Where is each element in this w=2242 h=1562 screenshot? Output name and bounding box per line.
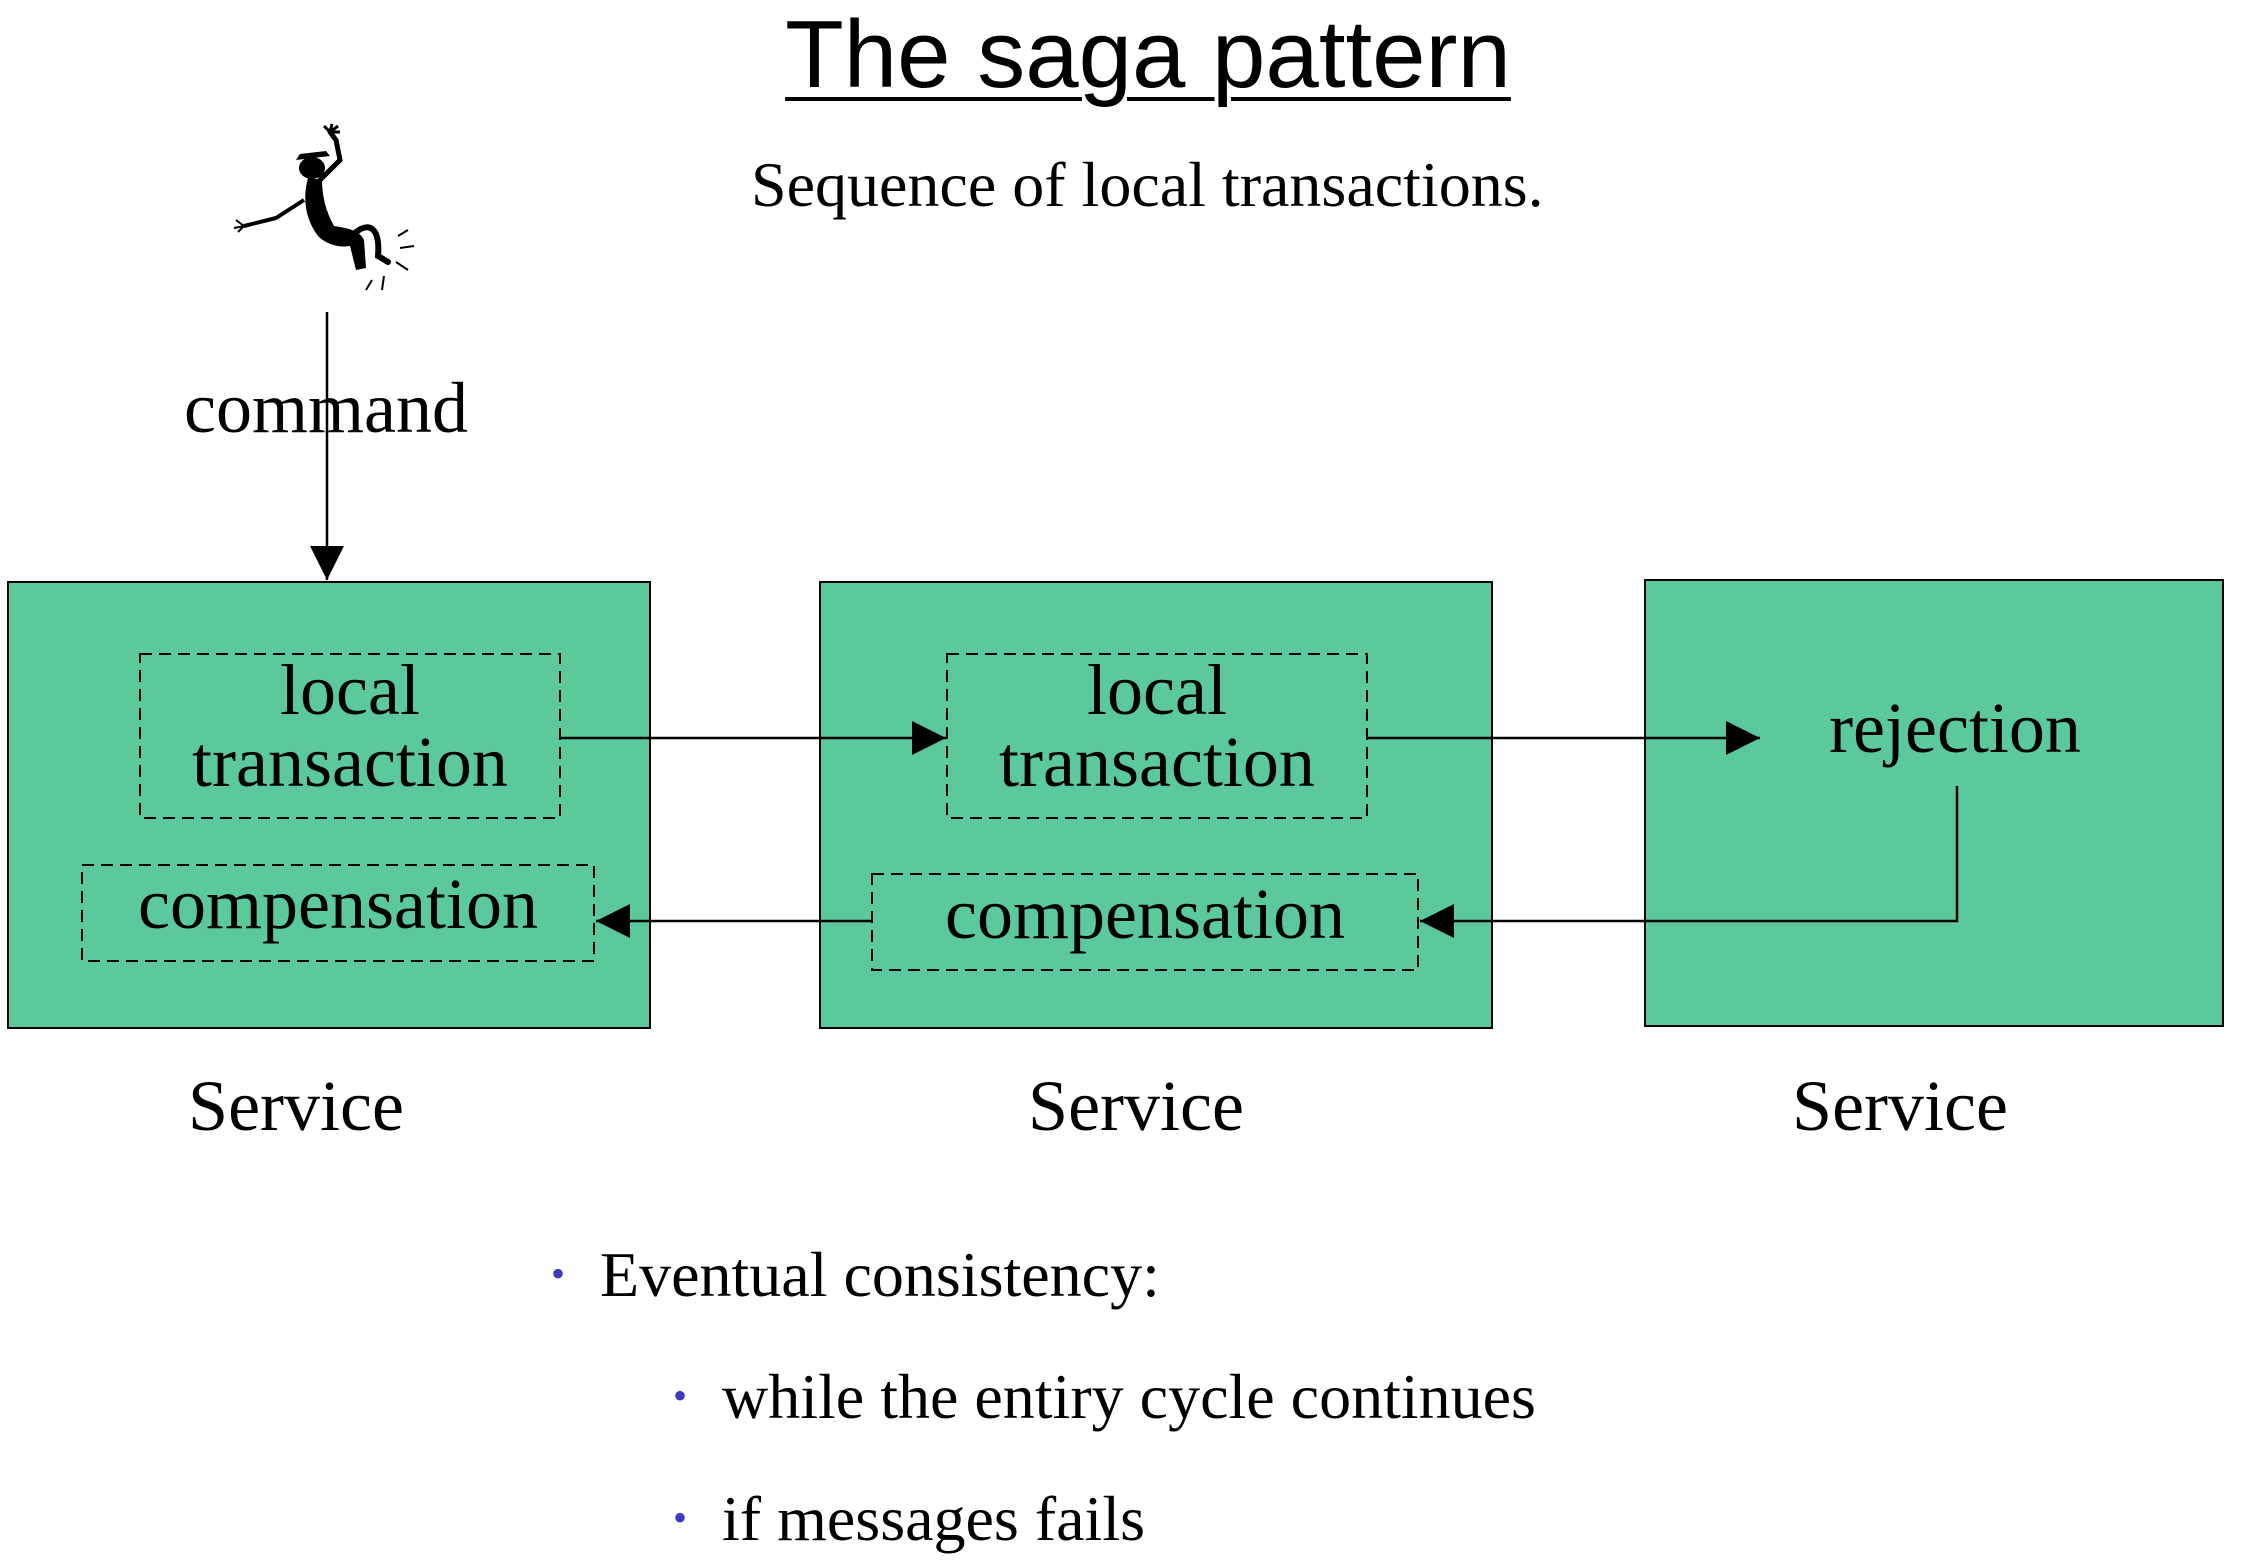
service-label-1: Service [188,1066,404,1146]
page-title: The saga pattern [785,1,1511,108]
subtitle: Sequence of local transactions. [751,149,1544,220]
service-label-3: Service [1792,1066,2008,1146]
compensation-box-1 [81,864,595,962]
local-transaction-box-2 [946,653,1368,819]
rejection-return-arrow [1420,786,1959,938]
local-transaction-1-line2: transaction [192,722,508,802]
service-box-3 [1644,579,2224,1027]
service-box-1 [7,581,651,1029]
local-transaction-1-line1: local [280,650,420,730]
compensation-1-label: compensation [138,864,538,944]
service-box-2 [819,581,1493,1029]
service-label-2: Service [1028,1066,1244,1146]
compensation-2-label: compensation [945,874,1345,954]
command-label: command [184,368,468,448]
local-transaction-2-line2: transaction [999,722,1315,802]
local-transaction-2-line1: local [1087,650,1227,730]
local-transaction-box-1 [139,653,561,819]
waving-person-icon [233,123,415,291]
rejection-label: rejection [1829,688,2081,768]
